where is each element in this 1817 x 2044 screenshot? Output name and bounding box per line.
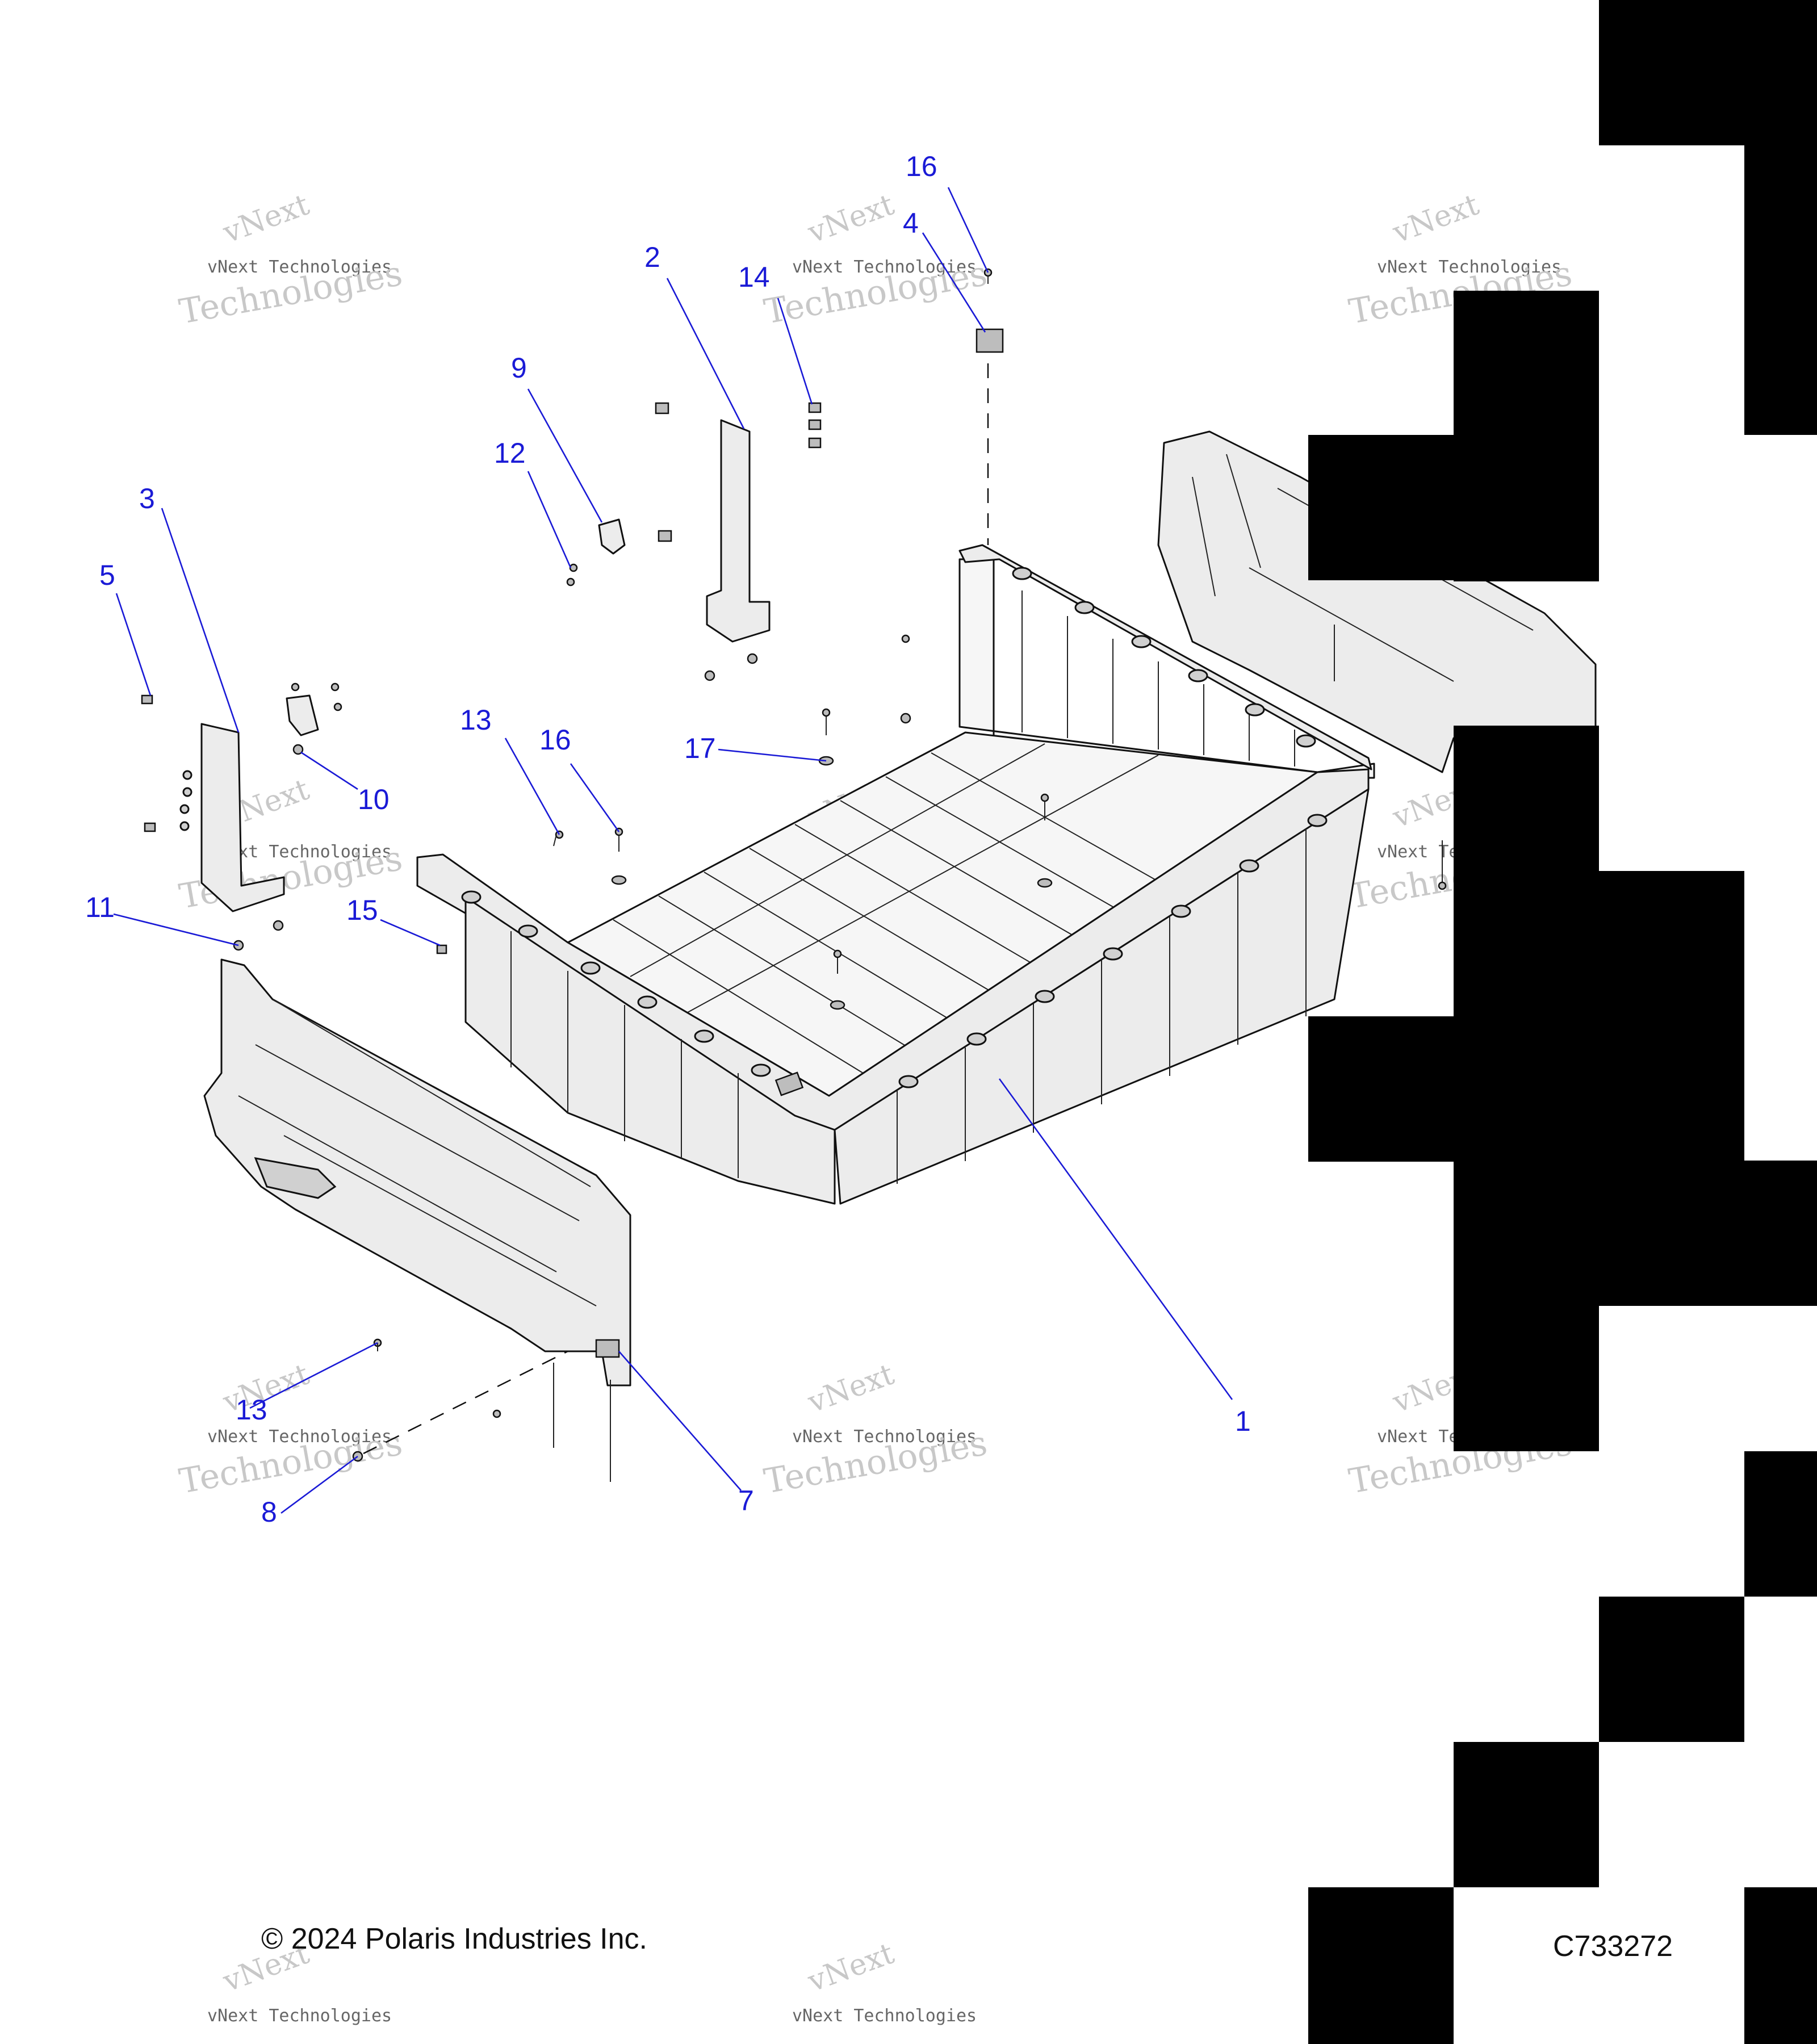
- watermark: vNext vNext Technologies Technologies: [761, 1357, 990, 1501]
- callout-7: 7: [738, 1485, 754, 1517]
- callouts: 1 2 3 4 5 7 8 9 10 11 12 13 13 14 15 16 …: [85, 150, 1251, 1528]
- bracket-left: [179, 723, 285, 912]
- diagram-code: C733272: [1553, 1930, 1673, 1963]
- copyright-text: © 2024 Polaris Industries Inc.: [261, 1922, 647, 1955]
- svg-text:vNext: vNext: [803, 1936, 898, 1999]
- callout-14: 14: [738, 261, 770, 293]
- watermark: vNext vNext Technologies: [792, 1936, 977, 2026]
- svg-text:vNext Technologies: vNext Technologies: [207, 2006, 392, 2026]
- assembly-lines: [363, 363, 989, 1455]
- svg-text:vNext Technologies: vNext Technologies: [207, 1427, 392, 1447]
- cargo-box: [416, 544, 1375, 1205]
- callout-10: 10: [358, 784, 390, 815]
- callout-9: 9: [511, 352, 527, 384]
- svg-text:vNext Technologies: vNext Technologies: [792, 2006, 977, 2026]
- black-blocks: [1308, 0, 1817, 2044]
- leader-lines: [113, 187, 1233, 1514]
- svg-text:vNext Technologies: vNext Technologies: [207, 257, 392, 277]
- callout-5: 5: [99, 559, 115, 591]
- svg-text:vNext Technologies: vNext Technologies: [1377, 257, 1561, 277]
- callout-16a: 16: [906, 150, 937, 182]
- side-panel: [203, 958, 631, 1387]
- callout-12: 12: [494, 437, 526, 469]
- callout-15: 15: [346, 894, 378, 926]
- callout-13b: 13: [236, 1394, 267, 1426]
- callout-2: 2: [644, 241, 660, 273]
- callout-17: 17: [684, 732, 716, 764]
- svg-text:vNext: vNext: [218, 187, 313, 250]
- watermark: vNext vNext Technologies Technologies: [176, 1357, 405, 1501]
- callout-8: 8: [261, 1496, 277, 1528]
- svg-text:vNext: vNext: [803, 1357, 898, 1419]
- svg-text:vNext Technologies: vNext Technologies: [792, 1427, 977, 1447]
- callout-3: 3: [139, 483, 155, 514]
- bracket-right: [706, 419, 771, 643]
- callout-4: 4: [903, 207, 919, 239]
- callout-11: 11: [85, 891, 115, 923]
- callout-1: 1: [1235, 1405, 1251, 1437]
- callout-16b: 16: [539, 724, 571, 756]
- hardware: [141, 268, 1447, 1482]
- svg-text:vNext: vNext: [803, 187, 898, 250]
- svg-text:vNext Technologies: vNext Technologies: [792, 257, 977, 277]
- callout-13a: 13: [460, 704, 492, 736]
- watermark: vNext vNext Technologies Technologies: [761, 187, 990, 332]
- clip-bracket: [286, 518, 626, 736]
- watermark: vNext vNext Technologies Technologies: [176, 187, 405, 332]
- svg-text:vNext: vNext: [1388, 187, 1483, 250]
